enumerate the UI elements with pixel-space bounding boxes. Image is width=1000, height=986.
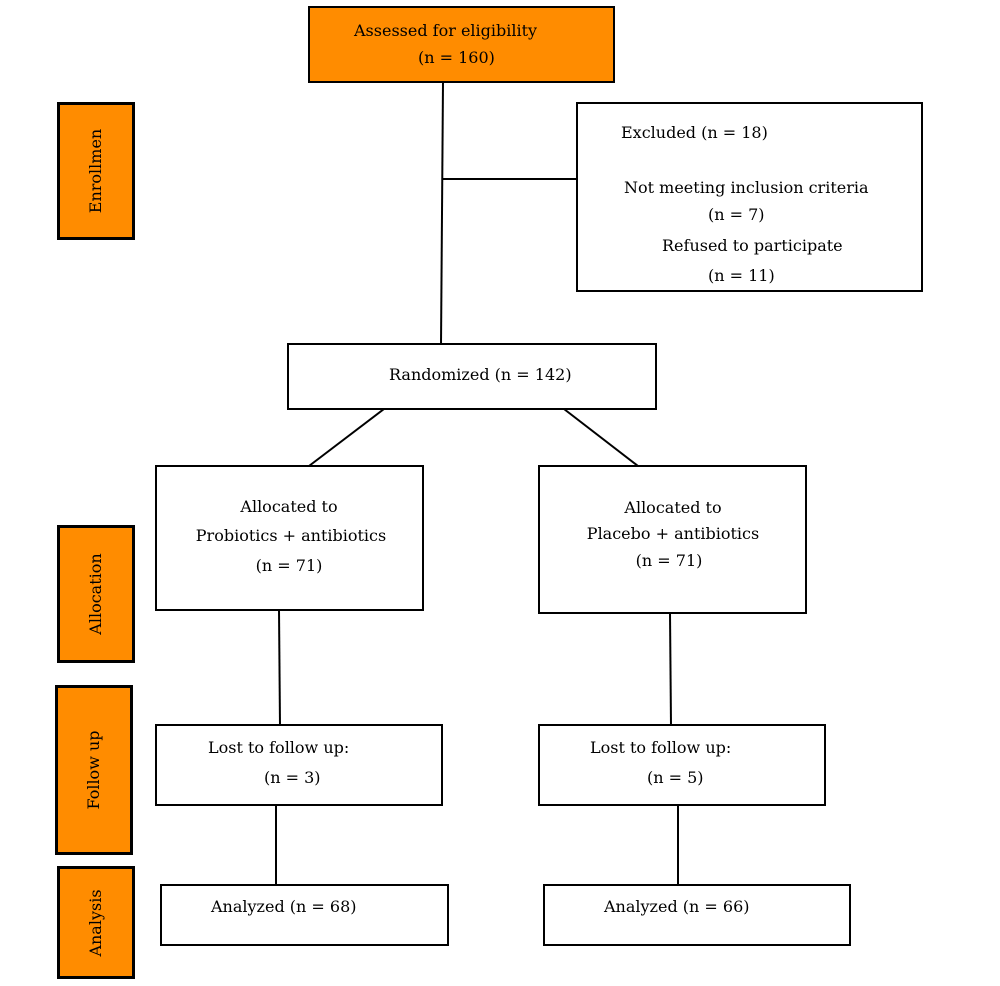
left-allocation-line2: Probiotics + antibiotics [195,526,387,545]
left-allocation-count: (n = 71) [255,556,323,575]
right-allocation-line1: Allocated to [624,498,722,517]
connector-assessed-randomized [440,81,444,346]
stage-enrollment: Enrollmen [57,102,135,240]
left-analysis-label: Analyzed (n = 68) [211,897,357,916]
connector-randomized-right [563,408,639,467]
excluded-box [576,102,923,292]
right-allocation-count: (n = 71) [635,551,703,570]
stage-follow-up: Follow up [55,685,133,855]
assessed-count: (n = 160) [418,48,495,67]
right-allocation-line2: Placebo + antibiotics [586,524,760,543]
connector-left-allocation-followup [278,609,281,727]
connector-right-allocation-followup [669,612,672,727]
excluded-reason1-count: (n = 7) [708,205,765,224]
right-analysis-label: Analyzed (n = 66) [604,897,750,916]
assessed-box [308,6,615,83]
stage-allocation-label: Allocation [86,553,105,635]
left-analysis-box [160,884,449,946]
connector-randomized-left [308,408,385,467]
stage-allocation: Allocation [57,525,135,663]
randomized-label: Randomized (n = 142) [389,365,572,384]
stage-follow-up-label: Follow up [84,730,103,810]
left-followup-box [155,724,443,806]
stage-analysis: Analysis [57,866,135,979]
right-followup-count: (n = 5) [647,768,704,787]
excluded-reason2-count: (n = 11) [708,266,775,285]
left-allocation-box [155,465,424,611]
stage-analysis-label: Analysis [86,888,105,957]
right-followup-box [538,724,826,806]
right-followup-label: Lost to follow up: [590,738,732,757]
right-analysis-box [543,884,851,946]
left-allocation-line1: Allocated to [240,497,338,516]
stage-enrollment-label: Enrollmen [86,128,105,214]
randomized-box [287,343,657,410]
excluded-reason1-label: Not meeting inclusion criteria [624,178,869,197]
left-followup-label: Lost to follow up: [208,738,350,757]
excluded-reason2-label: Refused to participate [662,236,843,255]
assessed-label: Assessed for eligibility [354,21,538,40]
right-allocation-box [538,465,807,614]
left-followup-count: (n = 3) [264,768,321,787]
excluded-label: Excluded (n = 18) [621,123,768,142]
